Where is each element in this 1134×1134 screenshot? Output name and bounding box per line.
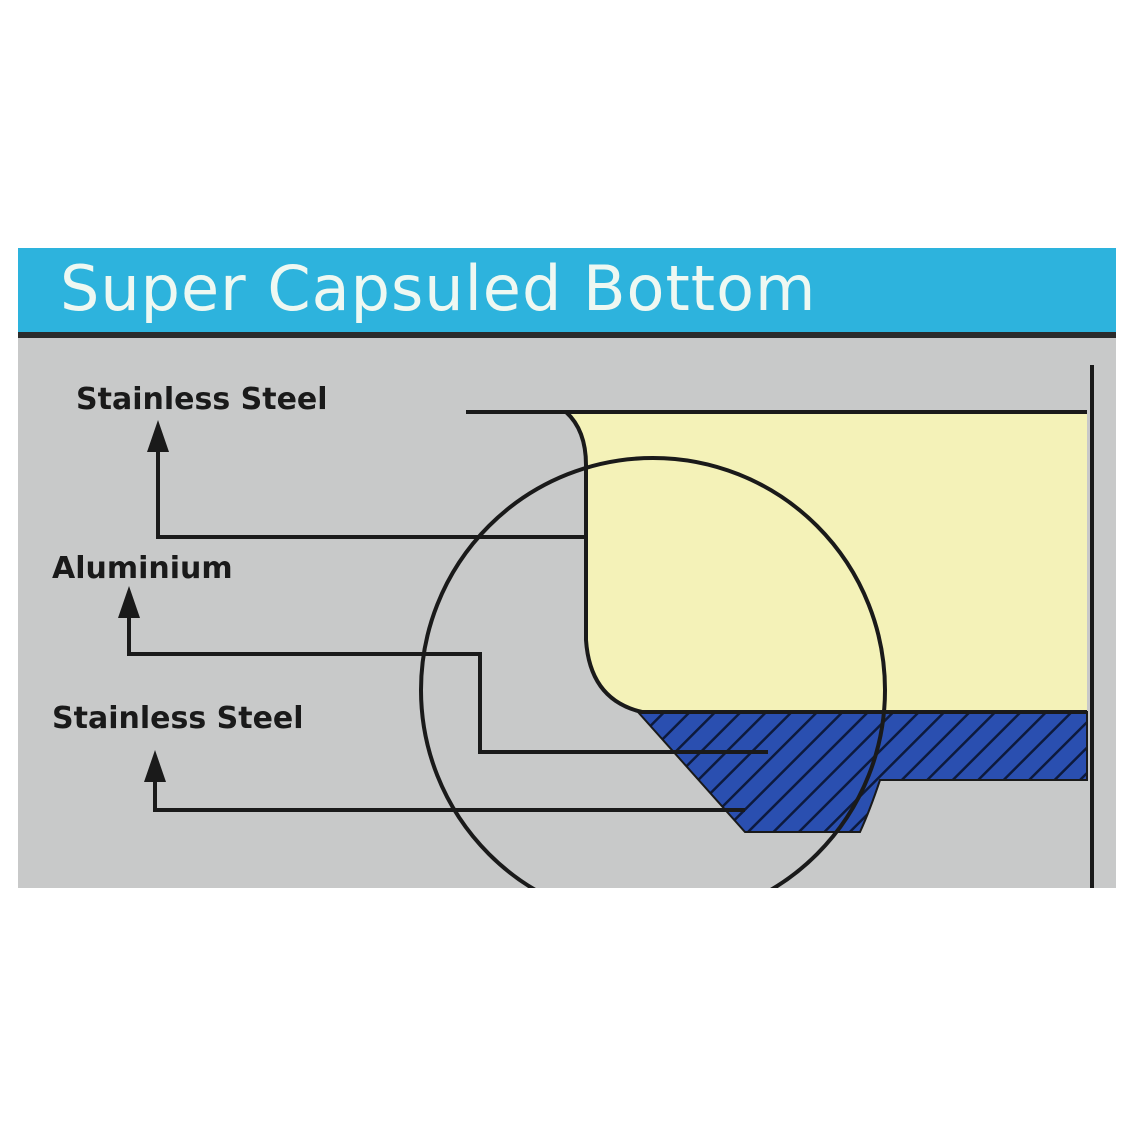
label-bottom-stainless-steel: Stainless Steel <box>52 701 304 736</box>
label-aluminium: Aluminium <box>52 551 233 586</box>
pan-wall-outline <box>564 410 1087 714</box>
title-bar: Super Capsuled Bottom <box>18 248 1116 338</box>
arrow-up-icon <box>147 420 169 452</box>
leader-line-top-stainless <box>156 450 586 539</box>
pan-interior <box>566 412 1087 712</box>
capsule-base <box>635 711 1088 833</box>
leader-line-bottom-stainless <box>153 780 745 812</box>
magnifier-circle <box>419 456 887 888</box>
arrow-up-icon <box>144 750 166 782</box>
leader-line-aluminium <box>127 615 768 754</box>
diagram-title: Super Capsuled Bottom <box>60 252 817 325</box>
arrow-up-icon <box>118 586 140 618</box>
label-top-stainless-steel: Stainless Steel <box>76 382 328 417</box>
